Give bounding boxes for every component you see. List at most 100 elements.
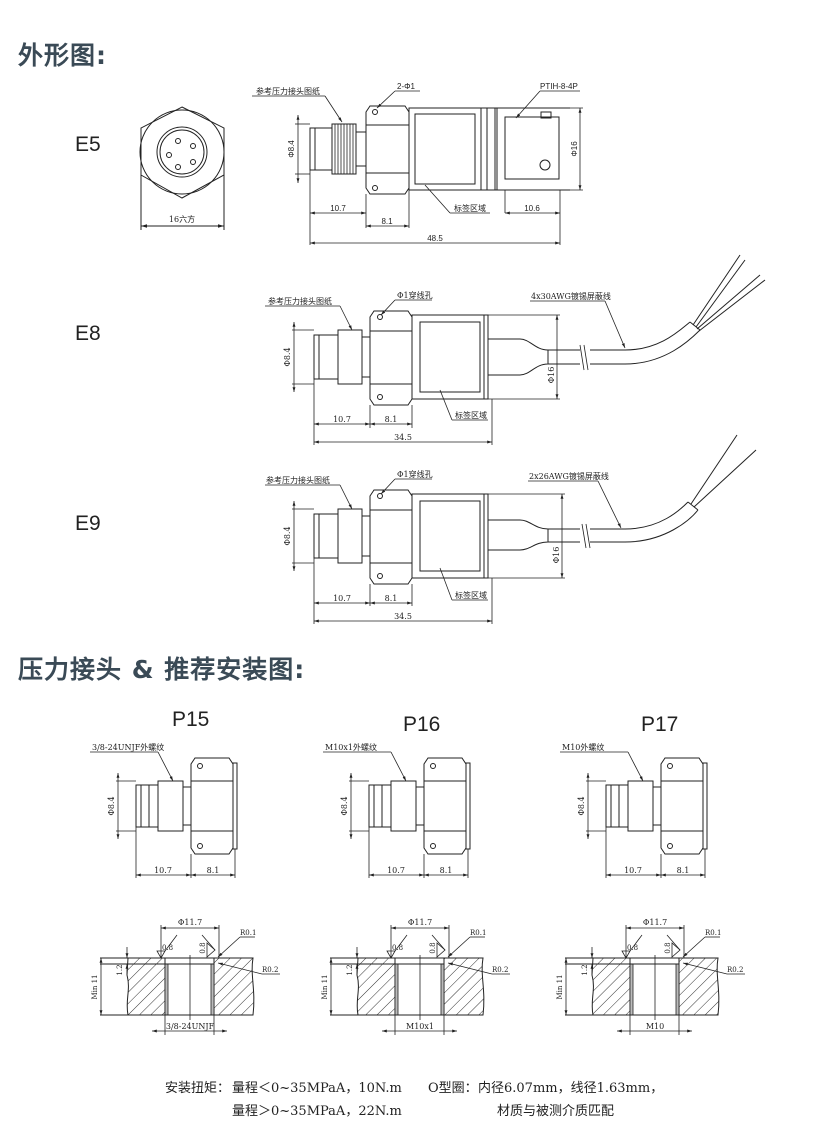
e8-hole-label: Φ1穿线孔 (397, 290, 433, 300)
oring-line-1: 内径6.07mm，线径1.63mm， (478, 1081, 664, 1096)
connector-label-p16: P16 (403, 713, 441, 736)
connector-dim-1: 10.7 (387, 866, 405, 875)
connector-dims-p17 (560, 751, 706, 878)
install-thread: M10 (646, 1022, 664, 1031)
install-min-depth: Min 11 (556, 974, 564, 999)
hex-outline (140, 106, 225, 199)
install-r1: R0.1 (705, 929, 721, 937)
e8-dim-1: 10.7 (333, 415, 351, 424)
model-label-e9: E9 (75, 512, 101, 535)
install-min-depth: Min 11 (321, 974, 329, 999)
e5-connector-label: PTIH-8-4P (540, 82, 578, 91)
install-roughness-b: 0.8 (429, 942, 437, 953)
install-min-depth: Min 11 (91, 974, 99, 999)
e9-cable-label: 2x26AWG镀锡屏蔽线 (529, 471, 609, 481)
connector-section-title: 压力接头 & 推荐安装图: (18, 655, 306, 684)
connector-thread-label: M10外螺纹 (562, 742, 604, 752)
e5-dim-1: 10.7 (330, 204, 346, 213)
connector-dia-label: Φ8.4 (107, 796, 116, 815)
connector-dims-p15 (90, 751, 236, 878)
connector-view-p15 (135, 757, 238, 855)
install-view-p16 (330, 955, 485, 1020)
pin-hole (166, 152, 172, 158)
model-label-e5: E5 (75, 133, 101, 156)
e9-label-area: 标签区域 (455, 590, 487, 600)
connector-dim-1: 10.7 (624, 866, 642, 875)
install-depth: 1.2 (581, 964, 589, 975)
connector-view-p17 (605, 757, 708, 855)
e8-label-area: 标签区域 (455, 410, 487, 420)
e9-dimensions (265, 478, 622, 624)
model-label-e8: E8 (75, 322, 101, 345)
install-bore-label: Φ11.7 (643, 918, 667, 927)
connector-dim-2: 8.1 (207, 866, 220, 875)
e9-hole-label: Φ1穿线孔 (397, 469, 433, 479)
install-roughness-a: 0.8 (627, 944, 638, 952)
e5-ref-label: 参考压力接头图纸 (256, 86, 320, 96)
install-r1: R0.1 (470, 929, 486, 937)
e8-dimensions (265, 299, 626, 445)
torque-line-1: 量程＜0~35MPaA，10N.m (232, 1081, 402, 1096)
install-depth: 1.2 (116, 964, 124, 975)
connector-thread-label: M10x1外螺纹 (325, 742, 377, 752)
install-bore-label: Φ11.7 (408, 918, 432, 927)
e5-dim-3: 10.6 (524, 204, 540, 213)
e5-dia-thread: Φ8.4 (287, 140, 296, 158)
connector-dim-2: 8.1 (677, 866, 690, 875)
install-thread: 3/8-24UNJF (166, 1022, 215, 1031)
install-r2: R0.2 (492, 966, 508, 974)
e9-side-view (313, 434, 757, 585)
e5-hex-size-label: 16六方 (169, 214, 195, 224)
connector-dia-label: Φ8.4 (340, 796, 349, 815)
connector-label-p15: P15 (172, 708, 210, 731)
e9-ref-label: 参考压力接头图纸 (266, 475, 330, 485)
pin-hole (190, 159, 196, 165)
connector-dim-2: 8.1 (440, 866, 453, 875)
install-roughness-b: 0.8 (664, 942, 672, 953)
e5-label-area: 标签区域 (454, 203, 486, 213)
install-view-p15 (100, 955, 255, 1020)
install-dims (329, 925, 510, 1035)
connector-dim-1: 10.7 (154, 866, 172, 875)
pin-hole (175, 138, 181, 144)
oring-label: O型圈： (428, 1081, 478, 1096)
e5-dimensions (252, 90, 583, 245)
oring-line-2: 材质与被测介质匹配 (497, 1104, 615, 1119)
install-view-p17 (565, 955, 720, 1020)
e8-dim-2: 8.1 (385, 415, 398, 424)
e8-dia-thread: Φ8.4 (283, 347, 292, 366)
connector-dia-label: Φ8.4 (577, 796, 586, 815)
connector-label-p17: P17 (641, 713, 679, 736)
pin-hole (175, 164, 181, 170)
e8-dia-body: Φ16 (547, 367, 556, 384)
e5-hole-label: 2-Φ1 (397, 82, 415, 91)
e5-dim-total: 48.5 (427, 234, 443, 243)
e5-front-view (139, 106, 225, 230)
e5-dim-2: 8.1 (381, 217, 393, 226)
install-bore-label: Φ11.7 (178, 918, 202, 927)
install-depth: 1.2 (346, 964, 354, 975)
e9-dim-2: 8.1 (385, 594, 398, 603)
install-r2: R0.2 (727, 966, 743, 974)
install-dims (564, 925, 745, 1035)
e5-side-view (309, 105, 570, 195)
e8-cable-label: 4x30AWG镀锡屏蔽线 (531, 291, 611, 301)
torque-label: 安装扭矩： (165, 1081, 231, 1096)
connector-view-p16 (368, 757, 471, 855)
e9-dim-1: 10.7 (333, 594, 351, 603)
e8-ref-label: 参考压力接头图纸 (268, 296, 332, 306)
install-dims (99, 925, 280, 1035)
install-thread: M10x1 (406, 1022, 434, 1031)
connector-thread-label: 3/8-24UNJF外螺纹 (92, 742, 164, 752)
install-roughness-a: 0.8 (392, 944, 403, 952)
install-roughness-b: 0.8 (199, 942, 207, 953)
e5-dia-body: Φ16 (570, 141, 579, 157)
e9-dia-thread: Φ8.4 (283, 526, 292, 545)
install-roughness-a: 0.8 (162, 944, 173, 952)
outline-section-title: 外形图: (18, 41, 107, 70)
e9-dim-total: 34.5 (394, 612, 412, 621)
e8-side-view (313, 254, 766, 406)
pin-hole (190, 143, 196, 149)
install-r2: R0.2 (262, 966, 278, 974)
